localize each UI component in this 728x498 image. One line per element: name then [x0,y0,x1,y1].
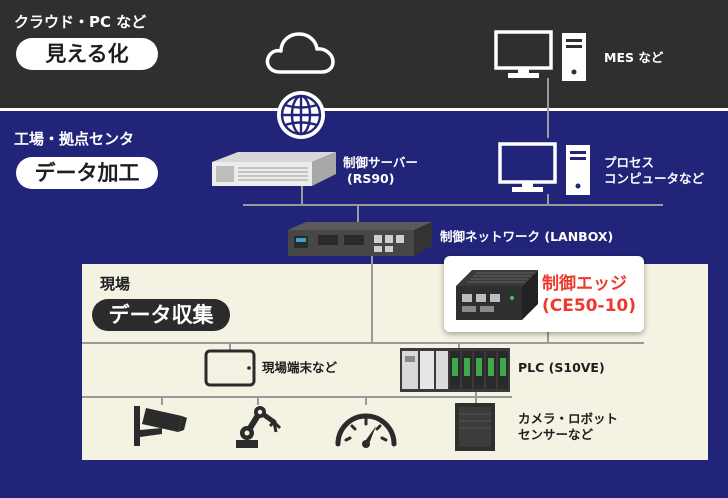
server-bus-line [243,204,663,206]
camera-robot-label-line1: カメラ・ロボット [518,411,619,426]
monitor-icon [498,142,557,192]
computer-label-line2: コンピュータなど [604,171,705,186]
camera-drop-line [161,397,163,405]
server-drop-line [301,186,303,205]
camera-icon [134,406,187,446]
server-icon [212,152,336,186]
cloud-icon [265,32,335,74]
edge-label-line2: (CE50-10) [542,296,636,316]
robot-drop-line [257,397,259,405]
data-processing-badge: データ加工 [16,157,158,189]
field-bus-line [82,396,512,398]
computer-label-line1: プロセス [604,155,655,170]
cloud-zone-title: クラウド・PC など [14,13,147,31]
switch-down-line [371,255,373,343]
computer-drop-line [547,194,549,205]
gauge-drop-line [365,397,367,405]
visualize-badge: 見える化 [16,38,158,70]
network-switch-icon [288,222,432,256]
data-collection-badge: データ収集 [92,299,230,331]
server-label-line1: 制御サーバー [343,155,418,170]
network-label: 制御ネットワーク (LANBOX) [440,229,614,244]
plc-drop-line [458,343,460,351]
zone-divider [0,108,728,111]
globe-icon [277,91,325,139]
server-label-line2: (RS90) [347,171,395,186]
tower-pc-icon [566,145,590,195]
sensor-drop-line [475,391,477,403]
tablet-label: 現場端末など [262,360,338,375]
plc-icon [400,348,510,392]
sensor-box-icon [455,403,495,451]
monitor-icon [494,30,553,78]
mes-label: MES など [604,50,664,65]
gauge-icon [335,413,397,448]
mes-vertical-line [547,78,549,138]
camera-robot-label-line2: センサーなど [518,427,594,442]
edge-down-line [547,332,549,343]
center-zone-title: 工場・拠点センタ [14,130,135,148]
switch-up-line [357,205,359,223]
edge-box-icon [456,270,538,320]
robot-arm-icon [236,406,282,448]
tablet-drop-line [229,343,231,351]
tower-pc-icon [562,33,586,81]
site-bus-line [82,342,644,344]
plc-label: PLC (S10VE) [518,360,605,375]
edge-label-line1: 制御エッジ [542,274,627,294]
site-zone-title: 現場 [100,275,131,293]
tablet-icon [204,349,256,387]
